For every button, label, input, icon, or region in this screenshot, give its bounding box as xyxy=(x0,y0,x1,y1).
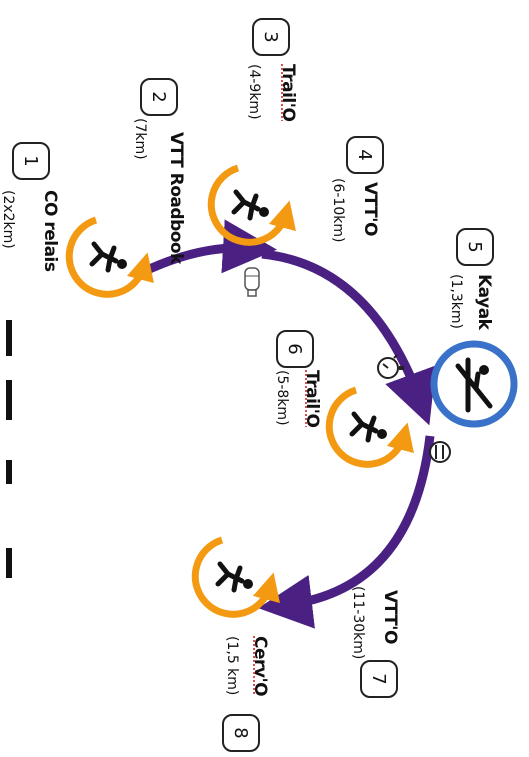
leg-2-name: VTT Roadbook xyxy=(166,132,186,264)
kayak-icon xyxy=(458,360,490,410)
station-2 xyxy=(211,168,286,242)
leg-number-4: 4 xyxy=(346,136,384,174)
station-6 xyxy=(329,390,404,464)
cropped-text-fragment xyxy=(6,548,12,578)
leg-7-name: VTT'O xyxy=(380,590,400,644)
leg-5-distance: (1,3km) xyxy=(448,274,464,329)
runner-icon xyxy=(234,192,269,218)
runner-icon xyxy=(218,564,253,590)
leg-6-name: Trail'O xyxy=(302,370,322,427)
leg-number-6: 6 xyxy=(276,330,314,368)
leg-number-3: 3 xyxy=(252,18,290,56)
leg-3-distance: (4-9km) xyxy=(246,64,262,120)
leg-1-distance: (2x2km) xyxy=(0,190,16,249)
leg-7-distance: (11-30km) xyxy=(350,586,366,659)
leg-2-distance: (7km) xyxy=(132,118,148,160)
leg-8-name: Cerv'O xyxy=(250,636,270,696)
station-5-kayak xyxy=(434,344,514,424)
leg-number-1: 1 xyxy=(12,142,50,180)
leg-4-name: VTT'O xyxy=(360,182,380,236)
leg-8-distance: (1,5 km) xyxy=(224,636,240,695)
leg-number-8: 8 xyxy=(222,714,260,752)
leg-3-name: Trail'O xyxy=(278,64,298,121)
leg-4-distance: (6-10km) xyxy=(330,178,346,242)
water-bottle-icon xyxy=(245,268,259,296)
leg-6-distance: (5-8km) xyxy=(274,370,290,426)
leg-number-2: 2 xyxy=(140,78,178,116)
leg-5-name: Kayak xyxy=(474,274,494,329)
course-arrow-1-2 xyxy=(143,248,250,272)
cropped-text-fragment xyxy=(6,380,12,420)
cropped-text-fragment xyxy=(6,320,12,356)
leg-number-5: 5 xyxy=(456,228,494,266)
station-1 xyxy=(69,220,144,294)
runner-icon xyxy=(92,244,127,270)
leg-number-7: 7 xyxy=(360,660,398,698)
cropped-text-fragment xyxy=(6,460,12,484)
runner-icon xyxy=(352,414,387,440)
station-8 xyxy=(195,540,270,614)
food-fork-knife-icon xyxy=(430,442,450,462)
leg-1-name: CO relais xyxy=(40,190,60,272)
